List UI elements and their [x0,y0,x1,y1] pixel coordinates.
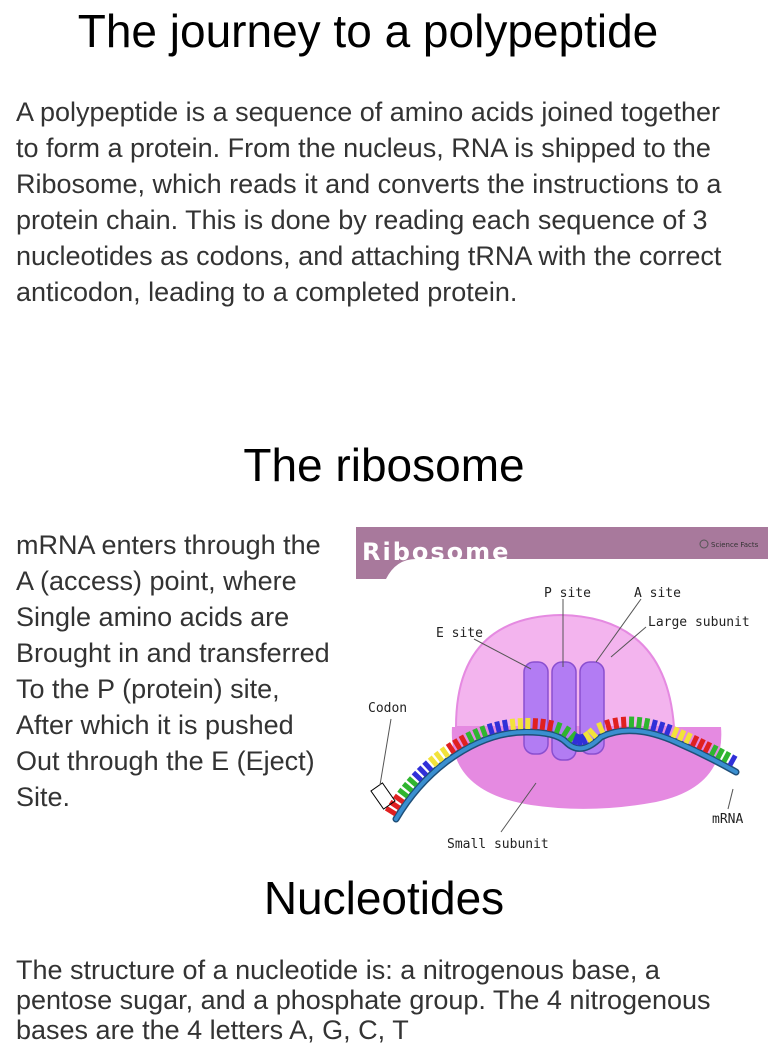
nucleotide-base [628,716,635,728]
nucleotide-base [465,731,475,744]
nucleotide-base [439,746,451,759]
nucleotide-base [532,718,539,730]
diagram-banner-title: Ribosome [362,538,510,566]
nucleotide-bases [384,716,738,817]
ribosome-line: mRNA enters through the [16,530,321,560]
nucleotides-paragraph: The structure of a nucleotide is: a nitr… [16,955,711,1045]
nucleotide-base [715,747,725,760]
nucleotide-base [486,722,495,735]
label-e-site: E site [436,626,483,641]
ribosome-line: To the P (protein) site, [16,674,280,704]
codon-bracket [370,782,396,810]
nucleotide-base [702,741,713,754]
nucleotide-base [587,727,599,740]
ribosome-line: Brought in and transferred [16,638,330,668]
brand-label: Science Facts [711,541,759,549]
ribosome-line: Site. [16,782,71,812]
nucleotide-base [612,717,620,730]
nucleotide-base [509,718,516,730]
section-title-nucleotides: Nucleotides [263,872,505,924]
nucleotide-base [427,755,439,768]
nucleotide-base [452,738,463,751]
ribosome-line: Out through the E (Eject) [16,746,315,776]
nucleotide-base [657,721,666,734]
small-subunit [451,727,722,809]
label-codon: Codon [368,701,407,716]
nucleotide-base [517,718,524,730]
nucleotide-base [582,730,594,743]
nucleotide-base [696,738,706,751]
nucleotide-base [677,729,687,742]
nucleotide-base [546,719,555,732]
nucleotide-base [406,776,419,788]
nucleotide-base [620,716,627,728]
label-p-site: P site [544,586,591,601]
nucleotide-base [596,721,606,734]
nucleotide-base [411,770,424,782]
nucleotide-base [554,721,563,734]
nucleotide-base [392,793,405,805]
ribosome-diagram: Ribosome Science Facts P site A site Lar… [356,527,768,863]
mrna-strand-highlight [394,728,738,821]
leader-lines [379,598,734,833]
nucleotide-base [479,725,488,738]
trna-column [579,661,605,755]
nucleotide-base [604,719,613,732]
ribosome-line: Single amino acids are [16,602,290,632]
label-large-subunit: Large subunit [648,615,750,630]
label-a-site: A site [634,586,681,601]
nucleotide-base [525,717,531,730]
nucleotide-base [567,730,579,743]
label-small-subunit: Small subunit [447,837,549,852]
diagram-banner [356,527,768,579]
nucleotide-base [664,723,673,736]
nucleotide-base [636,716,643,729]
nucleotide-base [539,718,546,731]
nucleotide-base [401,781,414,793]
section-title-ribosome: The ribosome [243,439,525,491]
nucleotide-base [494,720,502,733]
nucleotide-base [384,806,397,817]
ribosome-line: After which it is pushed [16,710,294,740]
nucleotide-base [721,750,732,764]
nucleotide-base [670,726,680,739]
ribosome-line: A (access) point, where [16,566,297,596]
brand-logo-icon [699,539,709,549]
nucleotide-base [472,728,482,741]
ribosome-paragraph: mRNA enters through the A (access) point… [16,527,361,815]
nucleotide-base [727,754,738,767]
intro-paragraph: A polypeptide is a sequence of amino aci… [16,97,722,307]
page-title: The journey to a polypeptide [77,5,659,57]
nucleotide-base [388,799,401,811]
nucleotide-base [422,760,434,772]
nucleotide-base [690,735,700,748]
nucleotide-base [501,719,509,732]
trna-column [523,661,549,755]
nucleotide-base [445,742,457,755]
nucleotide-base [683,732,693,745]
label-mrna: mRNA [712,812,743,827]
nucleotide-base [643,717,651,730]
nucleotide-base [416,765,429,777]
nucleotide-base [650,719,658,732]
nucleotide-base [579,733,588,746]
nucleotide-base [709,744,719,757]
nucleotide-base [397,787,410,799]
nucleotide-base [458,734,469,747]
nucleotide-base [433,750,445,763]
nucleotide-base [561,725,572,738]
